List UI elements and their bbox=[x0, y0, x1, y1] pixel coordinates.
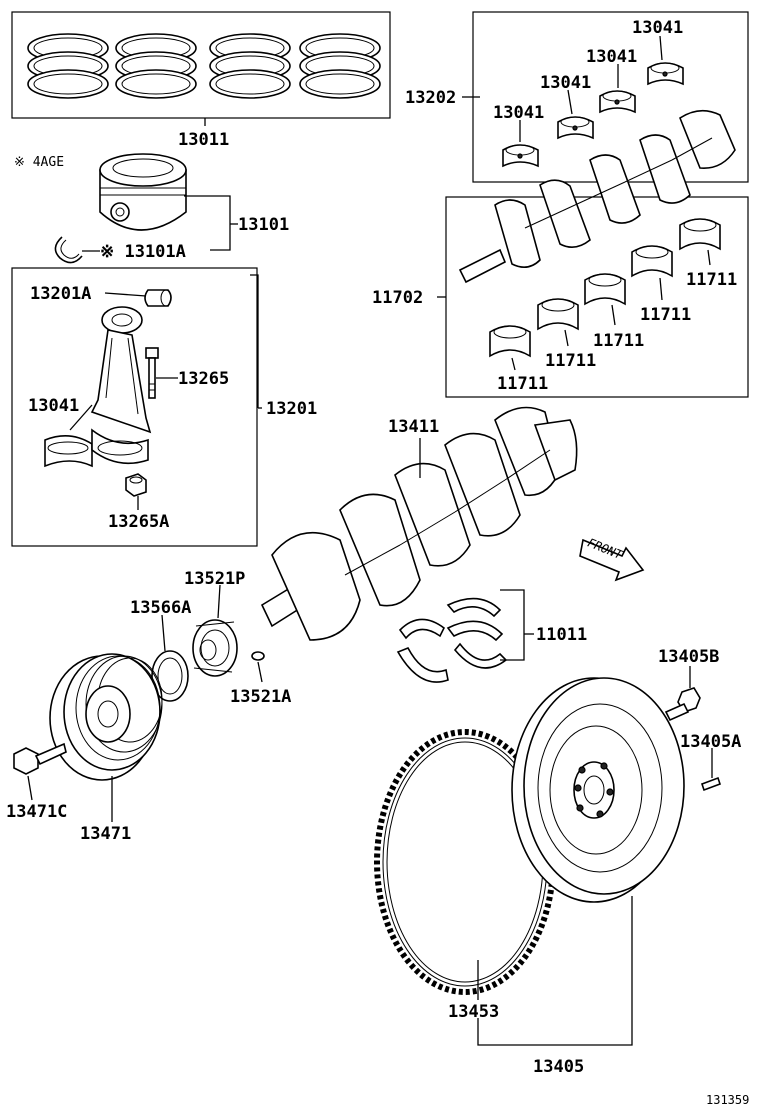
thrust-washers-illustration bbox=[396, 597, 508, 683]
piston-rings-illustration bbox=[27, 33, 381, 99]
label-bearing-set: 13202 bbox=[405, 88, 456, 108]
label-flywheel-bolt: 13405B bbox=[658, 647, 719, 667]
piston-illustration bbox=[99, 153, 187, 231]
label-piston-ring-set: 13011 bbox=[178, 130, 229, 150]
conrod-illustration bbox=[90, 306, 152, 434]
piston-ring-frame bbox=[11, 11, 391, 119]
main-bearing-shell-b bbox=[537, 298, 579, 331]
label-timing-pulley: 13521P bbox=[184, 569, 245, 589]
label-crank-pulley: 13471 bbox=[80, 824, 131, 844]
crankshaft-small-illustration bbox=[458, 109, 736, 284]
main-bearings-illustration bbox=[489, 218, 721, 358]
piston-ring-set-2 bbox=[115, 33, 197, 99]
crank-pulley-illustration bbox=[49, 653, 163, 781]
label-main-bearing-5: 11711 bbox=[686, 270, 737, 290]
label-conrod-bearing: 13041 bbox=[28, 396, 79, 416]
piston-pin-clip-illustration bbox=[54, 236, 83, 264]
front-arrow: FRONT bbox=[579, 536, 645, 582]
conrod-frame bbox=[11, 267, 258, 547]
label-main-bearing-set: 11702 bbox=[372, 288, 423, 308]
label-crankshaft: 13411 bbox=[388, 417, 439, 437]
flywheel-illustration bbox=[511, 677, 685, 903]
label-ring-gear: 13453 bbox=[448, 1002, 499, 1022]
bearing-shell-a bbox=[502, 144, 539, 168]
label-flywheel-pin: 13405A bbox=[680, 732, 741, 752]
label-oil-seal-ring: 13566A bbox=[130, 598, 191, 618]
label-bearing-1: 13041 bbox=[493, 103, 544, 123]
label-thrust-washer: 11011 bbox=[536, 625, 587, 645]
label-main-bearing-2: 11711 bbox=[545, 351, 596, 371]
upper-bearings-illustration bbox=[502, 62, 684, 168]
label-piston-pin-clip: ※ 13101A bbox=[100, 242, 186, 262]
label-conrod-bushing: 13201A bbox=[30, 284, 91, 304]
bearing-shell-b bbox=[557, 116, 594, 140]
label-timing-key: 13521A bbox=[230, 687, 291, 707]
label-bearing-2: 13041 bbox=[540, 73, 591, 93]
main-bearing-shell-c bbox=[584, 273, 626, 306]
label-conrod-nut: 13265A bbox=[108, 512, 169, 532]
label-flywheel: 13405 bbox=[533, 1057, 584, 1077]
label-main-bearing-4: 11711 bbox=[640, 305, 691, 325]
label-conrod-bolt: 13265 bbox=[178, 369, 229, 389]
flywheel-pin-illustration bbox=[700, 776, 722, 792]
label-crank-pulley-bolt: 13471C bbox=[6, 802, 67, 822]
label-bearing-3: 13041 bbox=[586, 47, 637, 67]
timing-pulley-illustration bbox=[192, 619, 238, 677]
label-bearing-4: 13041 bbox=[632, 18, 683, 38]
main-bearing-shell-a bbox=[489, 325, 531, 358]
note-4age: ※ 4AGE bbox=[14, 155, 64, 170]
main-bearing-shell-d bbox=[631, 245, 673, 278]
label-conrod-assy: 13201 bbox=[266, 399, 317, 419]
label-main-bearing-1: 11711 bbox=[497, 374, 548, 394]
bearing-shell-d bbox=[647, 62, 684, 86]
crank-pulley-bolt-illustration bbox=[13, 742, 67, 775]
conrod-bolt-illustration bbox=[145, 347, 159, 399]
label-main-bearing-3: 11711 bbox=[593, 331, 644, 351]
reference-code: 131359 bbox=[706, 1093, 749, 1107]
piston-ring-set-1 bbox=[27, 33, 109, 99]
main-bearing-shell-e bbox=[679, 218, 721, 251]
flywheel-bolt-illustration bbox=[664, 687, 701, 722]
timing-key-illustration bbox=[251, 651, 265, 661]
piston-ring-set-4 bbox=[299, 33, 381, 99]
conrod-bushing-illustration bbox=[144, 289, 172, 307]
label-piston: 13101 bbox=[238, 215, 289, 235]
crankshaft-illustration bbox=[260, 406, 578, 641]
conrod-nut-illustration bbox=[125, 473, 147, 497]
conrod-bearing-illustration bbox=[44, 428, 149, 468]
piston-ring-set-3 bbox=[209, 33, 291, 99]
bearing-shell-c bbox=[599, 90, 636, 114]
